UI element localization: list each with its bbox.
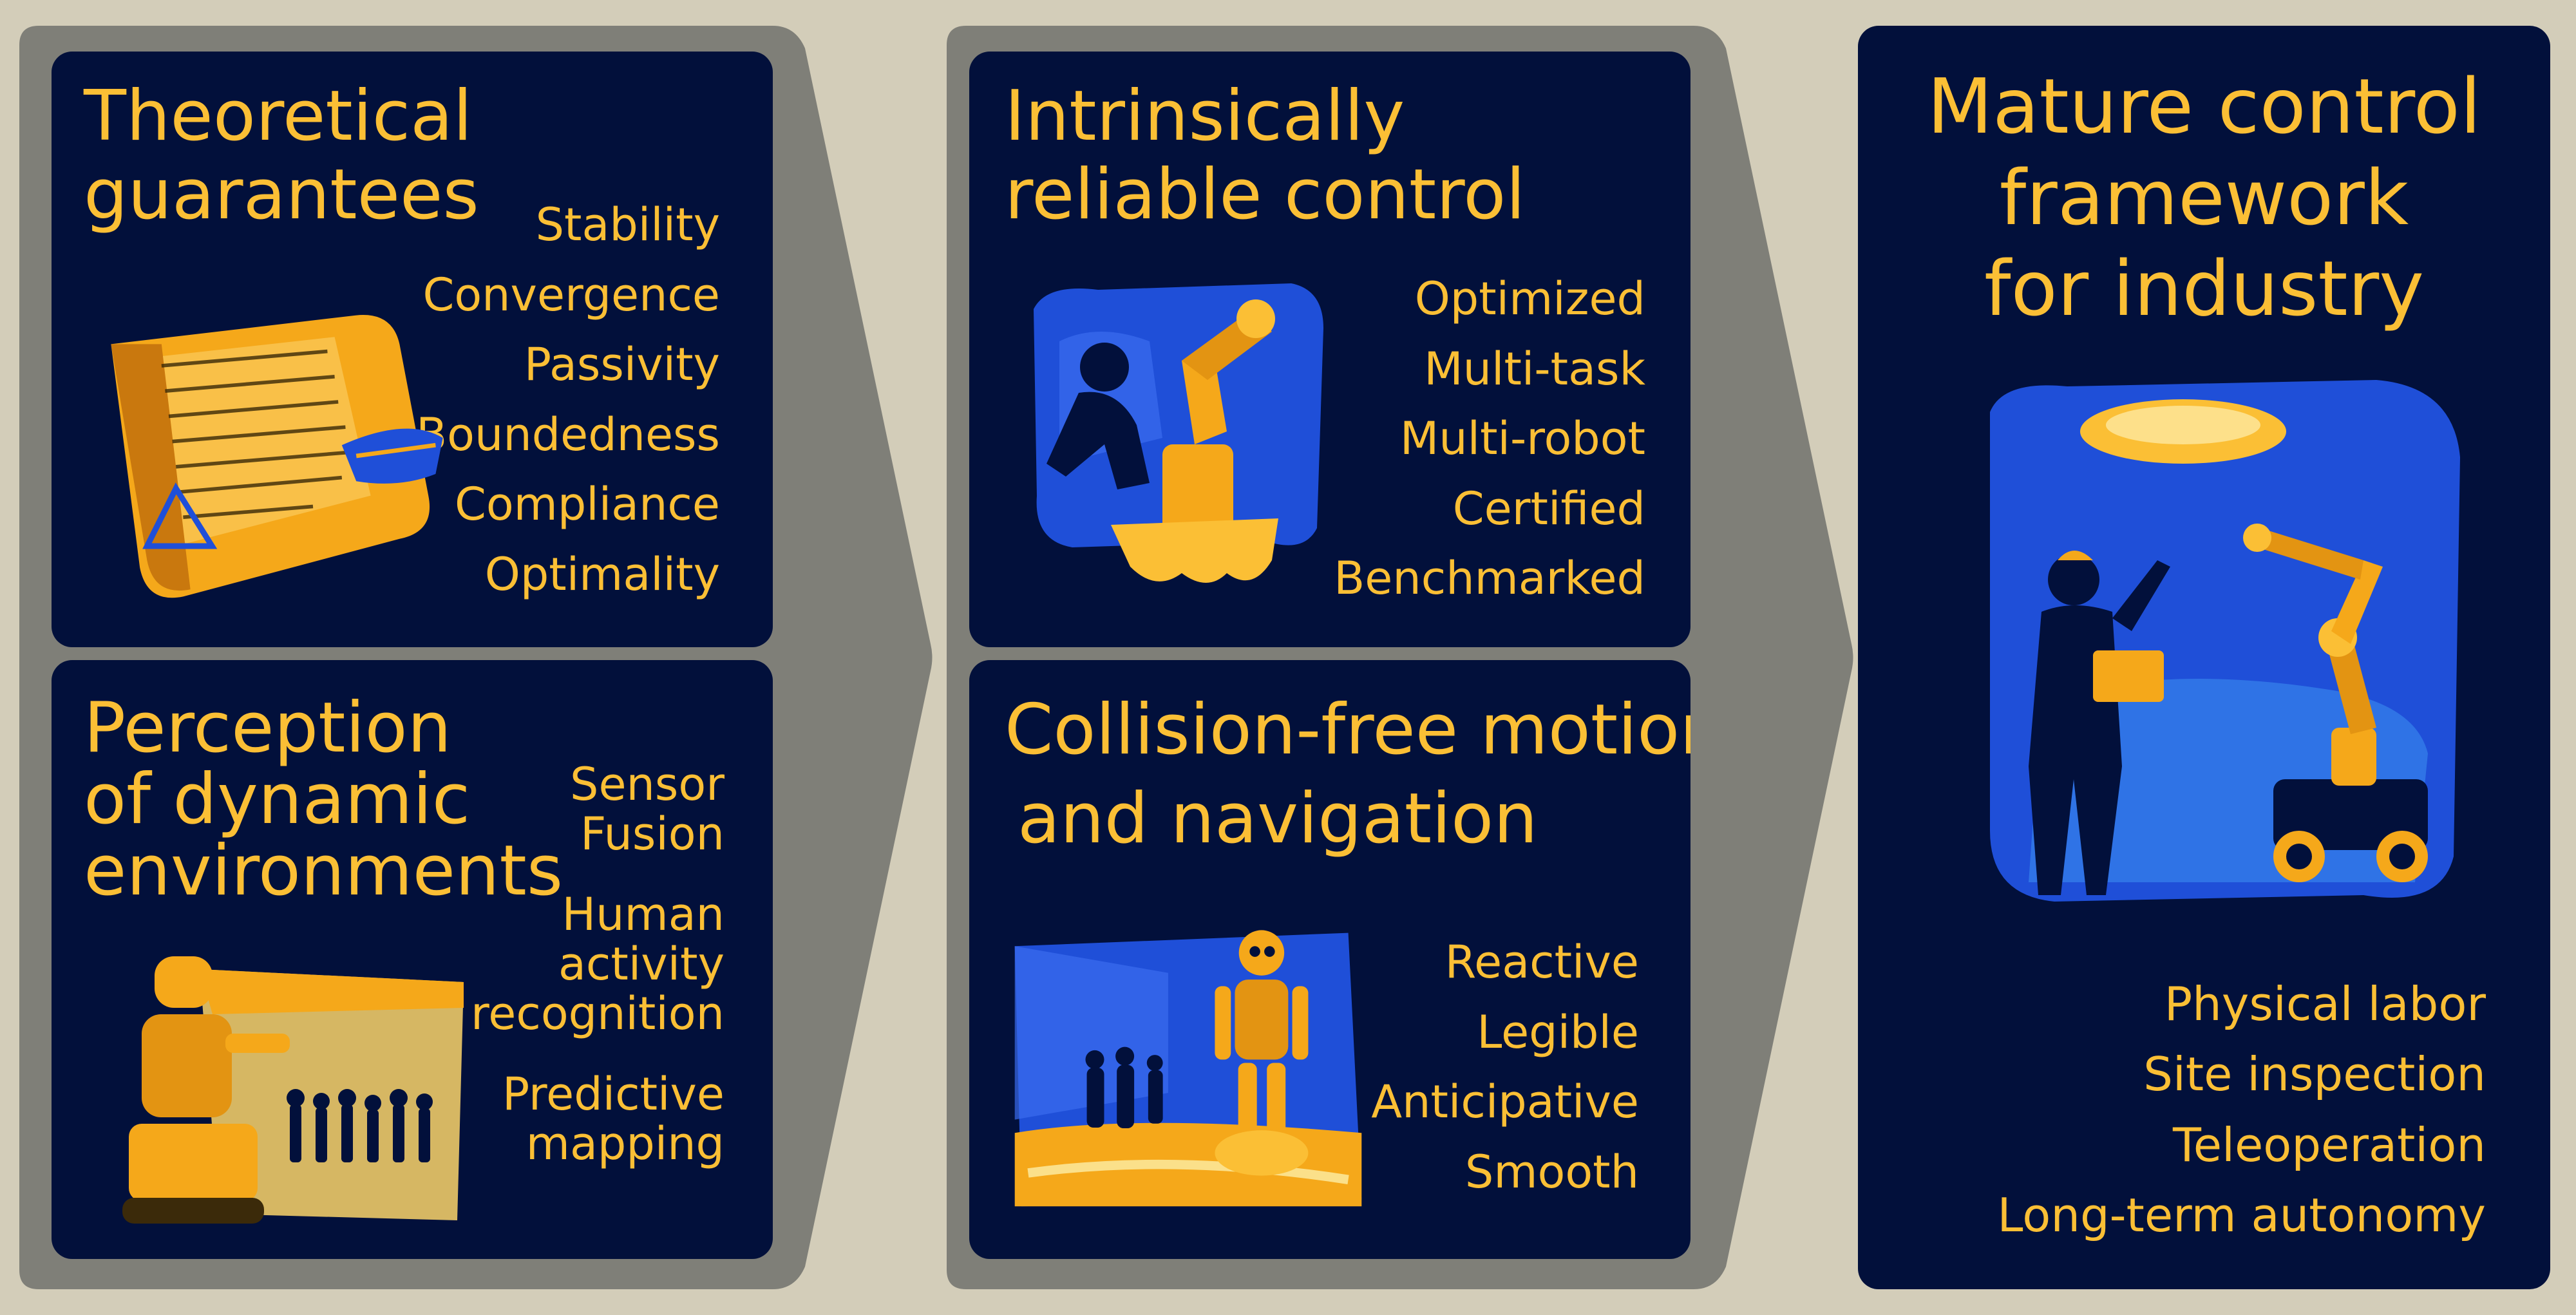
list-item: Human	[562, 888, 724, 941]
item-group: Predictive mapping	[471, 1070, 724, 1169]
list-item: Passivity	[524, 338, 720, 391]
item-list: Stability Convergence Passivity Boundedn…	[416, 190, 720, 609]
panel-title: Intrinsically reliable control	[1005, 77, 1525, 234]
list-item: Optimized	[1414, 272, 1645, 325]
list-item: Benchmarked	[1334, 552, 1645, 605]
title-line: guarantees	[84, 155, 479, 236]
title-line: Perception	[84, 688, 452, 768]
list-item: Long-term autonomy	[1997, 1188, 2486, 1243]
list-item: Multi-task	[1424, 342, 1645, 395]
panel-title: Perception of dynamic environments	[84, 692, 563, 907]
panel-title: Mature control framework for industry	[1858, 61, 2550, 335]
item-list: Optimized Multi-task Multi-robot Certifi…	[1334, 264, 1645, 614]
title-line: reliable control	[1005, 155, 1526, 236]
list-item: Legible	[1477, 1005, 1639, 1059]
list-item: Compliance	[454, 478, 720, 531]
item-list: Reactive Legible Anticipative Smooth	[1371, 927, 1639, 1207]
title-line: for industry	[1984, 244, 2425, 334]
item-group: Sensor Fusion	[471, 760, 724, 859]
list-item: Stability	[535, 198, 720, 251]
list-item: Sensor	[570, 758, 724, 811]
industrial-arm-icon	[1034, 283, 1323, 583]
vision-robot-icon	[122, 956, 464, 1224]
panel-title: Collision-free motion and navigation	[1005, 686, 1690, 864]
title-line: environments	[84, 831, 564, 912]
panel-title: Theoretical guarantees	[84, 77, 479, 234]
list-item: Certified	[1452, 482, 1645, 535]
panel-reliable-control: Intrinsically reliable control Optimized…	[969, 52, 1690, 647]
list-item: Site inspection	[2143, 1047, 2486, 1102]
list-item: Convergence	[422, 268, 720, 321]
title-line: and navigation	[1018, 779, 1538, 860]
list-item: Predictive	[502, 1068, 724, 1121]
title-line: Intrinsically	[1005, 76, 1405, 156]
list-item: mapping	[526, 1117, 724, 1170]
list-item: Optimality	[484, 547, 720, 601]
list-item: activity	[558, 938, 724, 990]
list-item: Fusion	[580, 808, 724, 860]
panel-perception: Perception of dynamic environments Senso…	[52, 660, 773, 1259]
list-item: Smooth	[1464, 1145, 1639, 1198]
mobile-manipulator-icon	[1990, 380, 2460, 902]
list-item: Physical labor	[2164, 977, 2486, 1031]
item-list: Physical labor Site inspection Teleopera…	[1997, 969, 2486, 1251]
math-paper-icon	[111, 315, 443, 598]
walking-robot-icon	[1014, 930, 1362, 1207]
list-item: Reactive	[1444, 936, 1639, 989]
title-line: framework	[1999, 153, 2409, 242]
panel-collision-free: Collision-free motion and navigation Rea…	[969, 660, 1690, 1259]
item-group: Human activity recognition	[471, 890, 724, 1039]
item-list: Sensor Fusion Human activity recognition…	[471, 760, 724, 1200]
panel-mature-framework: Mature control framework for industry Ph…	[1858, 26, 2550, 1289]
title-line: of dynamic	[84, 759, 471, 840]
list-item: Multi-robot	[1399, 412, 1645, 465]
list-item: recognition	[471, 987, 724, 1040]
list-item: Boundedness	[416, 408, 720, 461]
title-line: Mature control	[1927, 62, 2481, 151]
title-line: Theoretical	[84, 76, 473, 156]
panel-theoretical-guarantees: Theoretical guarantees Stability Converg…	[52, 52, 773, 647]
list-item: Anticipative	[1371, 1075, 1639, 1128]
title-line: Collision-free motion	[1005, 690, 1690, 770]
list-item: Teleoperation	[2172, 1117, 2486, 1172]
